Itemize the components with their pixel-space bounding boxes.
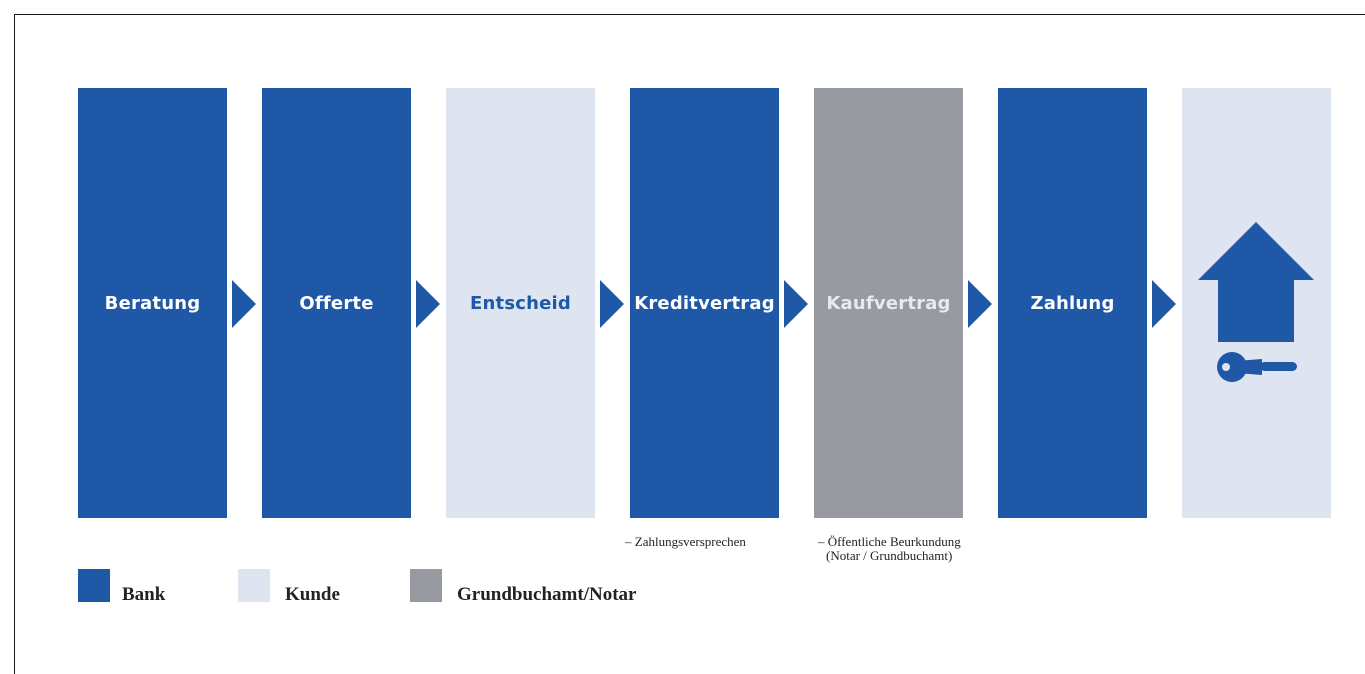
house-with-key-icon [1198,222,1314,382]
step-label: Zahlung [1030,292,1115,314]
arrow-right-icon [1152,280,1176,328]
legend-label-kunde: Kunde [285,584,340,605]
note-text: – Zahlungsversprechen [625,534,746,549]
arrow-right-icon [600,280,624,328]
legend-swatch-bank [78,569,110,602]
step-zahlung: Zahlung [998,88,1147,518]
legend-swatch-notar [410,569,442,602]
step-beratung: Beratung [78,88,227,518]
note-subtext: (Notar / Grundbuchamt) [826,548,953,563]
step-kaufvertrag: Kaufvertrag [814,88,963,518]
step-offerte: Offerte [262,88,411,518]
arrow-right-icon [416,280,440,328]
step-label: Kreditvertrag [634,292,775,314]
note-kaufvertrag: – Öffentliche Beurkundung (Notar / Grund… [818,535,961,563]
arrow-right-icon [968,280,992,328]
house-icon [1198,222,1314,342]
step-label: Entscheid [470,292,571,314]
step-label: Offerte [299,292,374,314]
arrow-right-icon [232,280,256,328]
step-entscheid: Entscheid [446,88,595,518]
note-kreditvertrag: – Zahlungsversprechen [625,535,746,549]
step-label: Beratung [104,292,201,314]
legend-swatch-kunde [238,569,270,602]
arrow-right-icon [784,280,808,328]
step-label: Kaufvertrag [826,292,951,314]
note-text: – Öffentliche Beurkundung [818,534,961,549]
step-kreditvertrag: Kreditvertrag [630,88,779,518]
diagram-frame [14,14,1365,674]
key-icon [1217,352,1297,382]
legend-label-bank: Bank [122,584,166,605]
legend-label-notar: Grundbuchamt/Notar [457,584,637,605]
